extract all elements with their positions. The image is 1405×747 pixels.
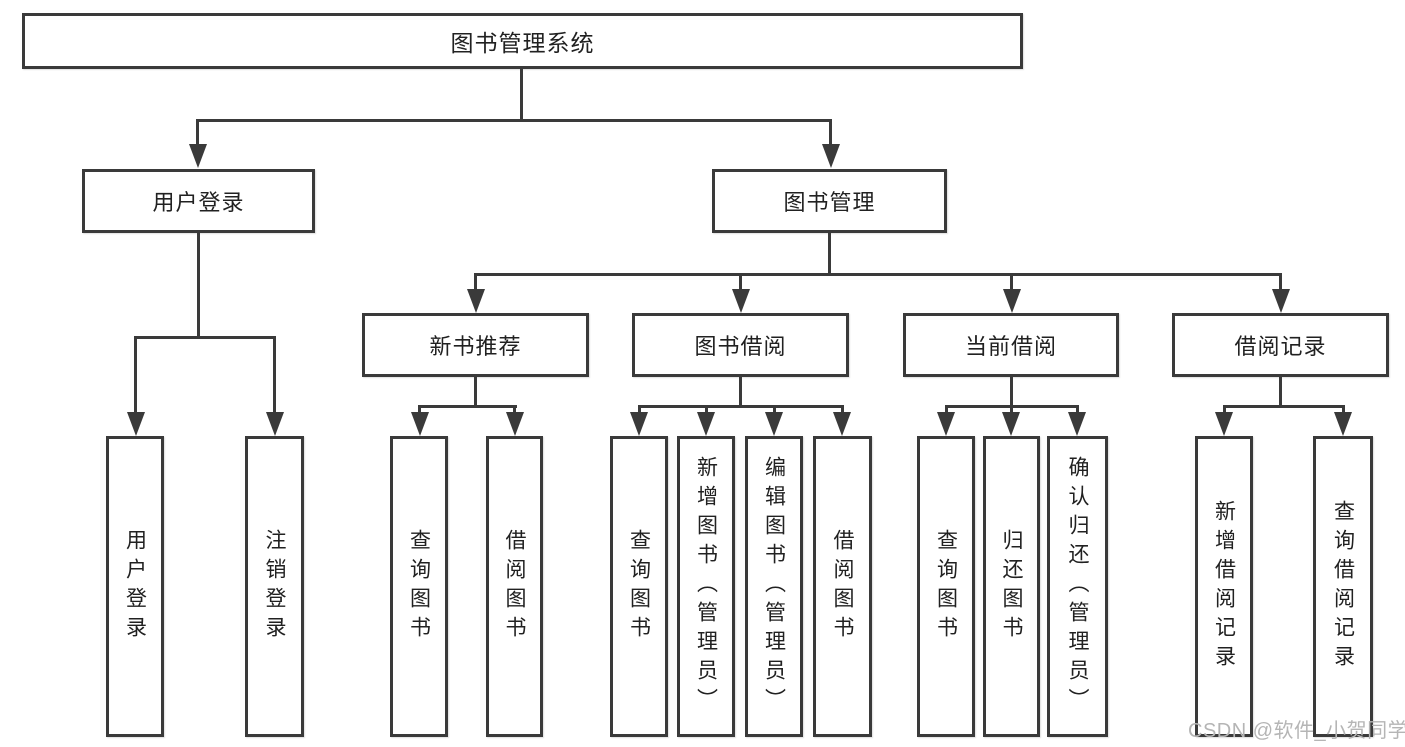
arrowhead-cb-confirm — [1068, 412, 1086, 436]
edge-cb-stem — [1010, 377, 1013, 405]
node-label: 当前借阅 — [964, 334, 1057, 359]
edge-nbr-stem — [474, 377, 477, 405]
arrowhead-book-borrowing — [732, 289, 750, 313]
node-bb-edit-books-admin: 编辑图书（管理员） — [745, 436, 803, 737]
node-label: 查询图书 — [934, 528, 958, 645]
node-label: 图书借阅 — [694, 334, 787, 359]
edge-nbr-branch-bar — [418, 405, 517, 408]
arrowhead-user-login — [189, 144, 207, 168]
arrowhead-nbr-borrow — [506, 412, 524, 436]
node-cb-confirm-return-admin: 确认归还（管理员） — [1047, 436, 1108, 737]
node-leaf-user-login: 用户登录 — [106, 436, 164, 737]
node-br-query-record: 查询借阅记录 — [1313, 436, 1373, 737]
edge-root-stem — [520, 69, 523, 119]
edge-to-br-add — [1223, 405, 1226, 412]
edge-to-leaf-user-login — [134, 336, 137, 412]
node-label: 归还图书 — [1000, 528, 1023, 645]
node-borrowing-records: 借阅记录 — [1172, 313, 1389, 377]
arrowhead-bb-borrow — [833, 412, 851, 436]
node-label: 新增图书（管理员） — [694, 456, 718, 717]
node-label: 借阅图书 — [831, 528, 854, 645]
node-label: 用户登录 — [123, 528, 147, 645]
node-book-borrowing: 图书借阅 — [632, 313, 849, 377]
edge-to-borrowing-records — [1279, 273, 1282, 289]
node-root-library-system: 图书管理系统 — [22, 13, 1023, 69]
node-new-book-recommend: 新书推荐 — [362, 313, 589, 377]
edge-to-bb-edit — [773, 405, 776, 412]
node-bb-add-books-admin: 新增图书（管理员） — [677, 436, 735, 737]
edge-to-bb-borrow — [841, 405, 844, 412]
arrowhead-leaf-user-login — [127, 412, 145, 436]
node-label: 用户登录 — [152, 190, 245, 215]
node-cb-query-books: 查询图书 — [917, 436, 975, 737]
edge-to-nbr-query — [418, 405, 421, 412]
edge-root-branch-bar — [196, 119, 832, 122]
edge-to-nbr-borrow — [513, 405, 516, 412]
node-label: 新书推荐 — [429, 334, 522, 359]
node-label: 新增借阅记录 — [1212, 499, 1236, 674]
edge-to-cb-return — [1010, 405, 1013, 412]
arrowhead-new-book-recommend — [467, 289, 485, 313]
node-nbr-borrow-books: 借阅图书 — [486, 436, 543, 737]
node-label: 查询图书 — [627, 528, 651, 645]
node-label: 借阅记录 — [1234, 334, 1327, 359]
node-leaf-logout: 注销登录 — [245, 436, 304, 737]
edge-bb-branch-bar — [638, 405, 844, 408]
arrowhead-leaf-logout — [266, 412, 284, 436]
arrowhead-book-management — [822, 144, 840, 168]
edge-to-book-management — [829, 119, 832, 144]
edge-br-stem — [1279, 377, 1282, 405]
node-label: 查询借阅记录 — [1331, 499, 1355, 674]
node-book-management: 图书管理 — [712, 169, 947, 233]
edge-to-bb-add — [705, 405, 708, 412]
edge-to-leaf-logout — [273, 336, 276, 412]
node-current-borrowing: 当前借阅 — [903, 313, 1119, 377]
csdn-watermark: CSDN @软件_小贺同学 — [1188, 720, 1405, 742]
node-br-add-record: 新增借阅记录 — [1195, 436, 1253, 737]
arrowhead-borrowing-records — [1272, 289, 1290, 313]
node-bb-borrow-books: 借阅图书 — [813, 436, 872, 737]
edge-user-login-stem — [197, 233, 200, 336]
arrowhead-bb-query — [630, 412, 648, 436]
edge-br-branch-bar — [1223, 405, 1345, 408]
arrowhead-nbr-query — [411, 412, 429, 436]
edge-bb-stem — [739, 377, 742, 405]
edge-to-cb-query — [945, 405, 948, 412]
node-user-login: 用户登录 — [82, 169, 315, 233]
edge-book-management-branch-bar — [474, 273, 1282, 276]
node-label: 确认归还（管理员） — [1066, 456, 1089, 717]
arrowhead-current-borrowing — [1003, 289, 1021, 313]
arrowhead-cb-return — [1002, 412, 1020, 436]
node-bb-query-books: 查询图书 — [610, 436, 668, 737]
node-label: 编辑图书（管理员） — [762, 456, 786, 717]
arrowhead-br-add — [1215, 412, 1233, 436]
node-label: 查询图书 — [407, 528, 431, 645]
edge-to-cb-confirm — [1076, 405, 1079, 412]
node-label: 注销登录 — [263, 528, 286, 645]
edge-to-user-login — [196, 119, 199, 144]
node-label: 图书管理 — [783, 190, 876, 215]
edge-to-bb-query — [638, 405, 641, 412]
edge-to-new-book-recommend — [474, 273, 477, 289]
arrowhead-cb-query — [937, 412, 955, 436]
edge-to-current-borrowing — [1010, 273, 1013, 289]
edge-book-management-stem — [828, 233, 831, 273]
edge-to-book-borrowing — [739, 273, 742, 289]
edge-to-br-query — [1342, 405, 1345, 412]
arrowhead-br-query — [1334, 412, 1352, 436]
node-nbr-query-books: 查询图书 — [390, 436, 448, 737]
arrowhead-bb-edit — [765, 412, 783, 436]
node-label: 借阅图书 — [503, 528, 526, 645]
node-label: 图书管理系统 — [450, 30, 595, 56]
node-cb-return-books: 归还图书 — [983, 436, 1040, 737]
arrowhead-bb-add — [697, 412, 715, 436]
edge-user-login-branch-bar — [134, 336, 276, 339]
